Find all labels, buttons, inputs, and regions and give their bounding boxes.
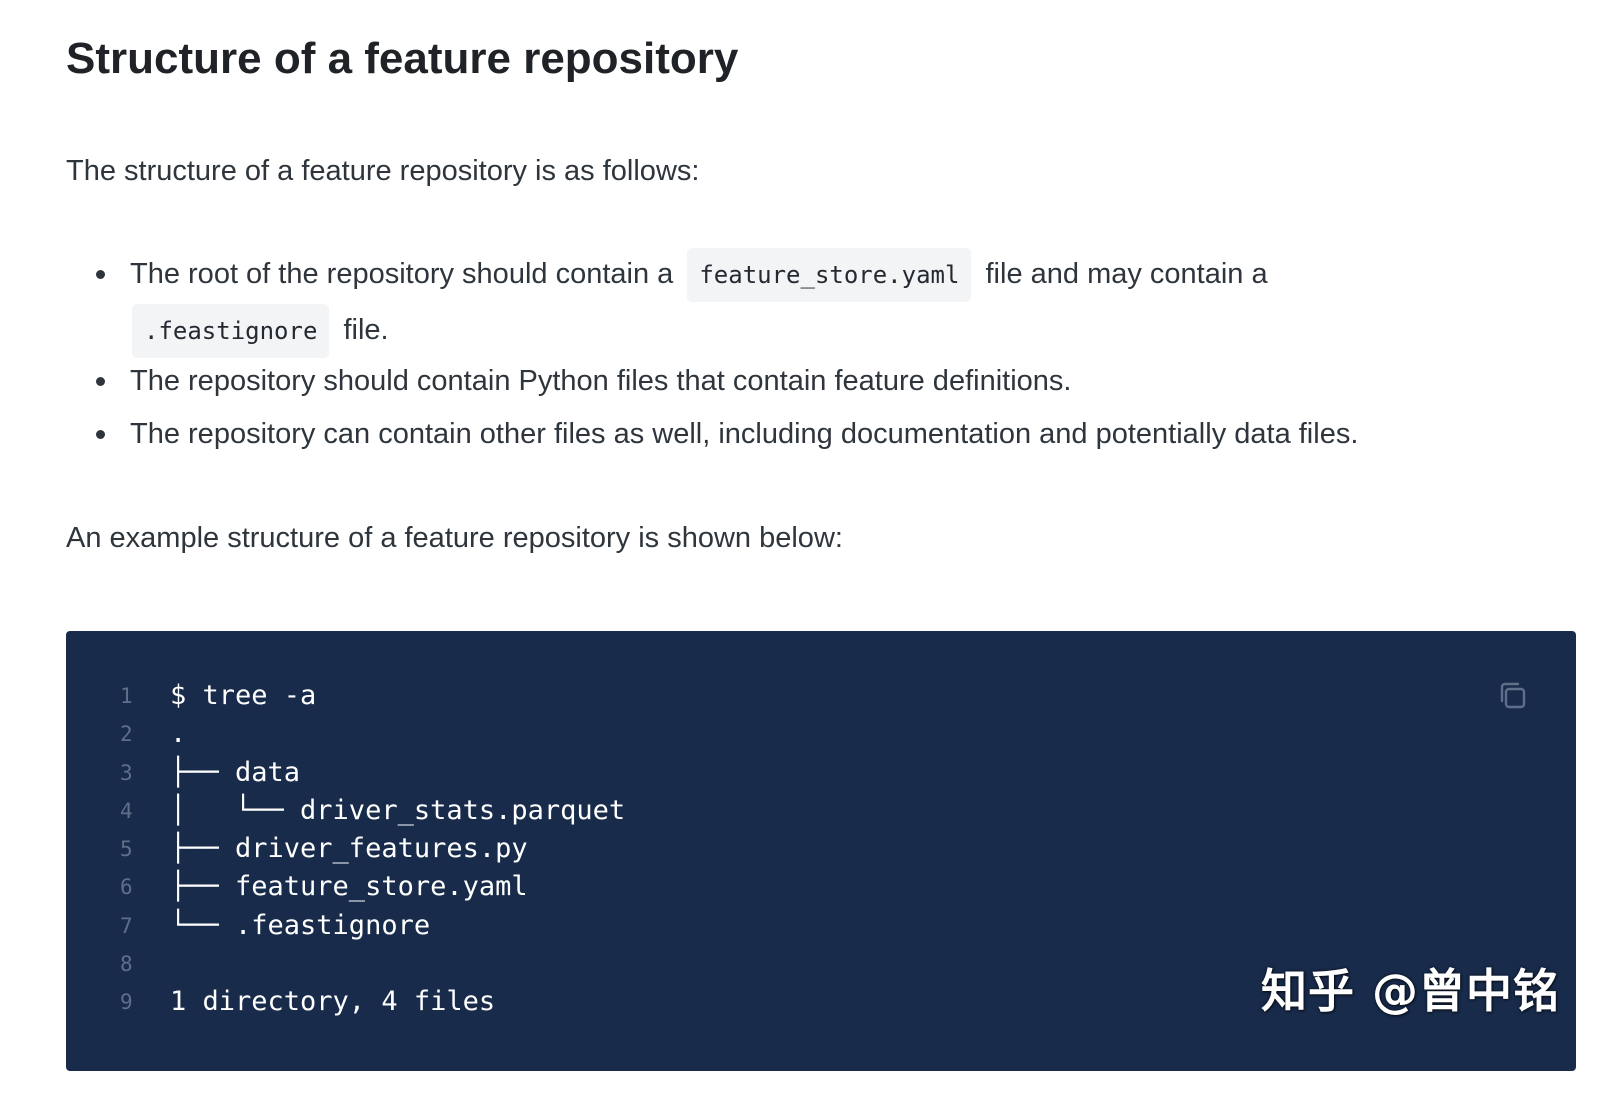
inline-code-feature-store: feature_store.yaml: [687, 248, 972, 302]
list-item-text: file and may contain a: [985, 258, 1268, 290]
line-number: 5: [120, 837, 133, 862]
line-number: 9: [120, 990, 133, 1015]
line-number: 8: [120, 952, 133, 977]
line-code: .: [170, 718, 187, 750]
watermark: 知乎 @曾中铭: [1260, 964, 1560, 1018]
line-number: 4: [120, 798, 133, 823]
structure-list: The root of the repository should contai…: [66, 246, 1576, 464]
list-item: The root of the repository should contai…: [66, 246, 1576, 358]
line-code: ├── driver_features.py: [170, 833, 528, 865]
list-item-line: The root of the repository should contai…: [130, 246, 1576, 302]
list-item-text: The repository should contain Python fil…: [130, 365, 1072, 397]
line-number: 1: [120, 684, 133, 708]
list-item-text: The root of the repository should contai…: [130, 258, 674, 290]
line-number: 2: [120, 722, 133, 747]
list-item: The repository can contain other files a…: [66, 411, 1576, 464]
line-number: 3: [120, 760, 133, 785]
intro-paragraph: The structure of a feature repository is…: [66, 155, 700, 187]
list-item-text: The repository can contain other files a…: [130, 418, 1359, 450]
inline-code-feastignore: .feastignore: [132, 304, 330, 358]
list-item: The repository should contain Python fil…: [66, 358, 1576, 411]
line-number: 6: [120, 875, 133, 900]
code-block[interactable]: 1 $ tree -a 2. 3 ├── data 4 │ └── driver_st…: [66, 631, 1576, 1071]
line-code: $ tree -a: [170, 680, 317, 711]
line-code: ├── data: [170, 756, 301, 788]
bullet-icon: [96, 430, 105, 439]
line-code: ├── feature_store.yaml: [170, 871, 528, 903]
bullet-icon: [96, 270, 105, 279]
page-title: Structure of a feature repository: [66, 34, 739, 83]
line-code: │ └── driver_stats.parquet: [170, 794, 626, 826]
bullet-icon: [96, 377, 105, 386]
list-item-line: .feastignore file.: [130, 302, 1576, 358]
line-code: 1 directory, 4 files: [170, 986, 496, 1018]
line-number: 7: [120, 913, 133, 938]
list-item-text: file.: [343, 314, 389, 346]
copy-icon: [1500, 682, 1526, 709]
copy-button[interactable]: [1496, 679, 1530, 713]
line-code: └── .feastignore: [170, 909, 431, 941]
example-paragraph: An example structure of a feature reposi…: [66, 522, 843, 554]
